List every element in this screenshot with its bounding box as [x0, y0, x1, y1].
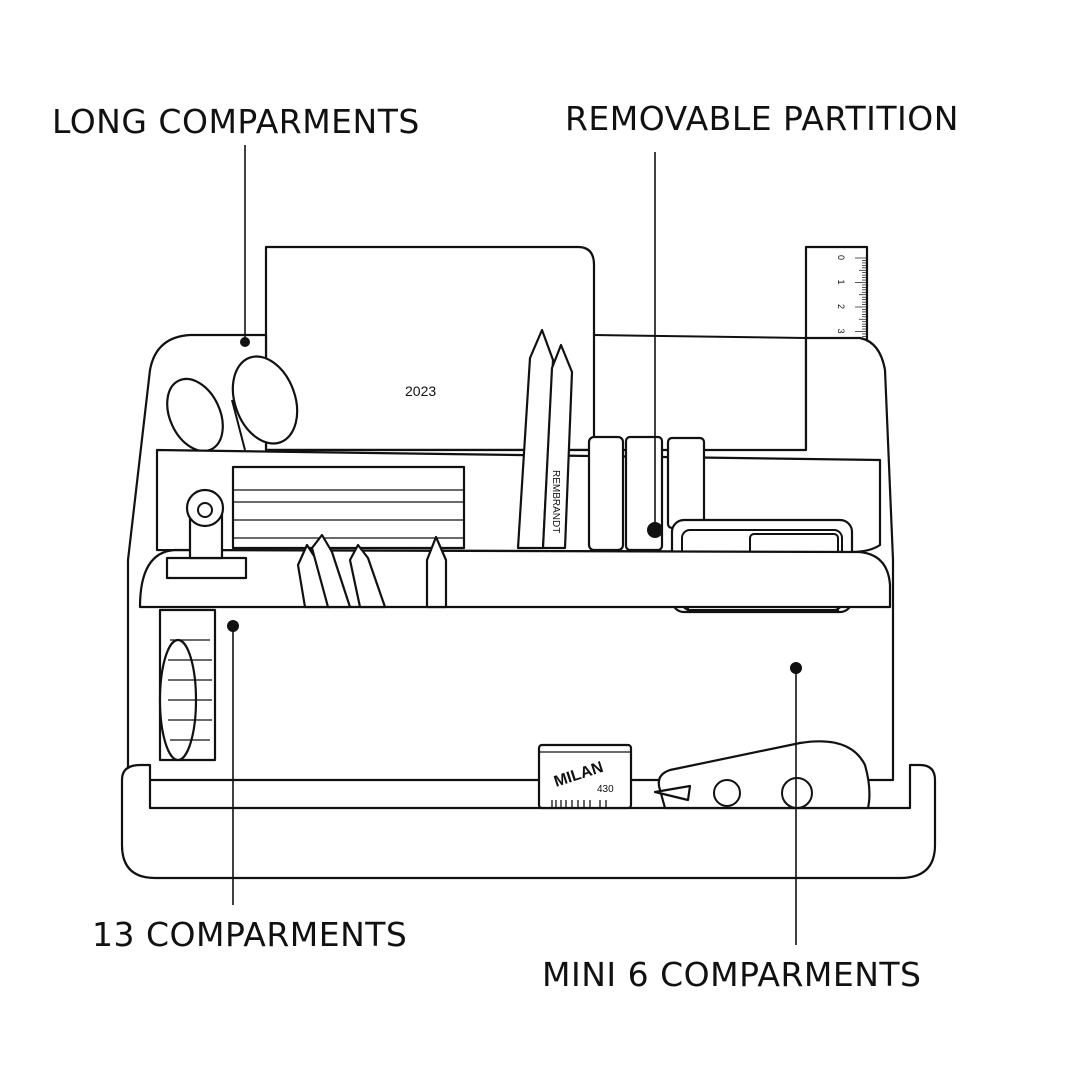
calendar-year: 2023 [405, 383, 436, 399]
sticky-notes [231, 465, 466, 550]
front-compartment [138, 548, 892, 609]
correction-tape [653, 740, 871, 810]
tape-roll [158, 608, 217, 762]
callout-leaders [227, 145, 802, 945]
eraser-model: 430 [597, 784, 614, 795]
crayons [296, 533, 448, 609]
markers [587, 435, 706, 552]
eraser: MILAN 430 [537, 743, 633, 810]
callout-removable-partition: REMOVABLE PARTITION [565, 99, 959, 138]
bottom-tray [120, 763, 937, 880]
back-panel [593, 334, 807, 339]
callout-mini-6-compartments: MINI 6 COMPARMENTS [542, 955, 922, 994]
ruler-number: 0 [836, 255, 846, 260]
ruler-number: 3 [836, 329, 846, 334]
callout-long-compartments: LONG COMPARMENTS [52, 102, 420, 141]
callout-13-compartments: 13 COMPARMENTS [92, 915, 407, 954]
calendar [264, 245, 596, 452]
scissors [166, 355, 299, 453]
pencils: REMBRANDT [516, 328, 574, 550]
pencil-brand: REMBRANDT [550, 470, 561, 533]
binder-clip [165, 488, 248, 580]
ruler-number: 1 [836, 280, 846, 285]
ruler-number: 2 [836, 304, 846, 309]
